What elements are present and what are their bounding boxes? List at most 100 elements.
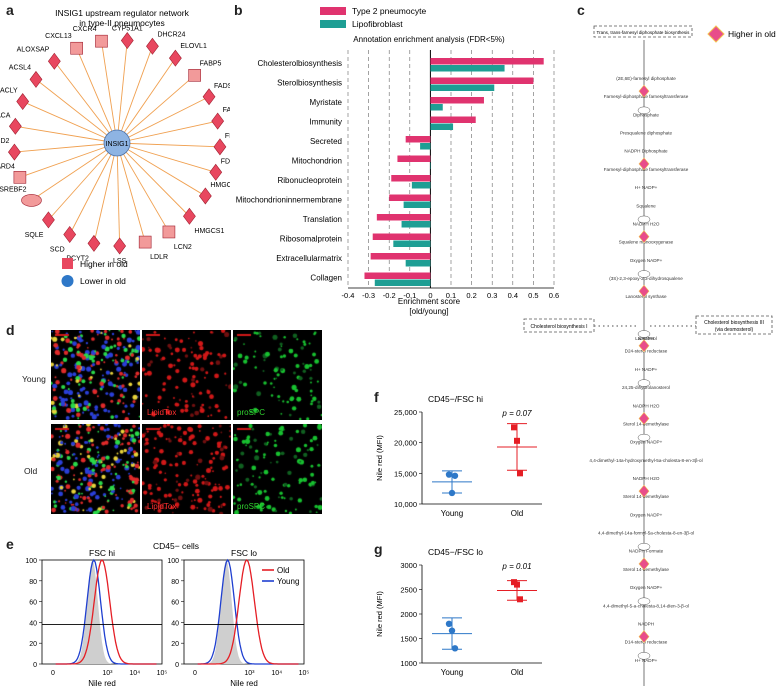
data-point-old (517, 470, 523, 477)
network-node: ACACA (0, 112, 22, 135)
dotplot-title: CD45−/FSC hi (428, 394, 483, 404)
network-edge (116, 46, 153, 144)
bar-lipofibro (430, 84, 495, 91)
histogram-old-line (55, 559, 157, 665)
bar-lipofibro (420, 143, 431, 150)
micro-old-prospc-image (233, 424, 322, 514)
pathway-enzyme-diamond-icon (638, 84, 650, 98)
category-label: Extracellularmatrix (276, 254, 342, 263)
x-tick-label: 0.2 (466, 291, 476, 300)
network-node-ellipse (21, 194, 42, 207)
network-node-diamond (198, 187, 212, 205)
bar-type2 (430, 77, 534, 84)
dotplot-ylabel: Nile red (MFI) (375, 435, 384, 481)
network-node-label: CXCR4 (73, 26, 97, 33)
pathway-cofactor-arc-icon (637, 379, 651, 387)
pathway-cofactor-arc-icon (637, 215, 651, 224)
data-point-old (514, 581, 520, 588)
network-node-square (138, 235, 152, 249)
network-node-square (95, 34, 108, 48)
network-edge (101, 41, 118, 144)
enrichment-chart-title: Annotation enrichment analysis (FDR<5%) (353, 35, 505, 44)
pathway-step-label: H+ NADP+ (635, 658, 658, 663)
network-edge (116, 40, 128, 144)
y-tick-label: 1000 (400, 659, 417, 668)
bar-lipofibro (411, 182, 431, 189)
bar-type2 (430, 58, 544, 65)
legend-type2-label: Type 2 pneumocyte (352, 6, 426, 16)
network-edge (22, 101, 118, 144)
pathway-cofactor-arc-icon (637, 330, 651, 338)
y-tick-label: 10,000 (394, 500, 417, 509)
bar-type2 (397, 155, 431, 162)
pathway-diagram: Higher in old Trans, trans-farnesyl diph… (523, 25, 776, 686)
pathway-step-label: 4,4-dimethyl-14a-formyl-5a-cholesta-8-en… (598, 531, 694, 536)
y-tick-label: 100 (25, 558, 37, 565)
network-edge (116, 142, 220, 148)
pathway-step-label: Oxygen NADP+ (630, 440, 663, 445)
network-edge (116, 142, 121, 246)
network-node: LSS (113, 237, 127, 265)
network-edge (76, 48, 118, 144)
x-tick-label: 0.3 (487, 291, 497, 300)
network-node-label: ACSL4 (9, 64, 31, 71)
bar-type2 (405, 136, 431, 143)
network-node: LDLR (138, 235, 168, 261)
network-node: ACSL4 (9, 64, 43, 88)
pathway-step-label: Presqualene diphosphate (620, 131, 673, 136)
network-node-diamond (146, 37, 159, 55)
category-label: Translation (303, 215, 342, 224)
legend-higher-in-old-label: Higher in old (80, 259, 128, 269)
network-node-square (13, 171, 27, 184)
legend-lower-in-old-label: Lower in old (80, 276, 126, 286)
network-title-line2: in type-II pneumocytes (79, 18, 165, 28)
pathway-step-label: NADPH (638, 621, 654, 626)
pathway-step-label: Sterol 14-demethylase (623, 494, 669, 499)
micro-young-lipidtox-image (142, 330, 231, 420)
category-label: Mitochondrioninnermembrane (236, 196, 343, 205)
network-node: HMGCS1 (183, 207, 224, 235)
legend-lower-in-old-swatch (61, 275, 74, 287)
y-tick-label: 2000 (400, 610, 417, 619)
micro-old-merge-image (51, 424, 140, 514)
x-tick-label: 0.4 (508, 291, 518, 300)
network-node: ALOXSAP (17, 46, 61, 70)
histogram-isotype-fill (197, 560, 299, 664)
network-node: SCD (50, 226, 77, 254)
micro-row-label-old: Old (24, 466, 38, 476)
pathway-cofactor-arc-icon (637, 652, 651, 660)
network-node: FADS1 (202, 83, 230, 106)
bar-type2 (389, 194, 431, 201)
network-title-line1: INSIG1 upstream regulator network (55, 8, 189, 18)
network-node-label: SCD (50, 247, 65, 254)
network-node: SREBF2 (0, 186, 42, 207)
network-edge (116, 142, 206, 197)
micro-young-prospc-image (233, 330, 322, 420)
pathway-header-label: Trans, trans-farnesyl diphosphate biosyn… (597, 30, 691, 35)
network-node: PCYT2 (66, 234, 101, 262)
pathway-step-label: 4,4-dimethyl-14a-hydroxymethyl-5a-choles… (589, 458, 702, 463)
panel-letter-a: a (6, 2, 14, 18)
pathway-cofactor-arc-icon (637, 542, 651, 551)
x-tick-label: -0.1 (403, 291, 416, 300)
x-tick-label: 10⁴ (129, 670, 140, 677)
pathway-cofactor-arc-icon (637, 433, 651, 442)
legend-old-label: Old (277, 566, 289, 575)
micro-old-lipidtox-label: LipidTox (147, 502, 177, 511)
y-tick-label: 80 (29, 579, 37, 586)
network-node-label: ACACA (0, 112, 11, 119)
bar-type2 (430, 97, 484, 104)
x-tick-label: 0.5 (528, 291, 538, 300)
enrichment-xlabel-units: [old/young] (409, 307, 448, 316)
network-node-diamond (8, 117, 22, 135)
pathway-step-label: (2E,6E)-farnesyl diphosphate (616, 76, 676, 81)
enrichment-chart: Type 2 pneumocyte Lipofibroblast Annotat… (236, 6, 560, 316)
network-node-diamond (29, 70, 43, 88)
bar-type2 (391, 175, 431, 182)
pathway-step-label: Oxygen NADP+ (630, 512, 663, 517)
pathway-enzyme-diamond-icon (638, 339, 650, 353)
network-node-square (188, 69, 201, 82)
dotplot-ylabel: Nile red (MFI) (375, 591, 384, 637)
network-node: CXCR4 (73, 26, 108, 48)
